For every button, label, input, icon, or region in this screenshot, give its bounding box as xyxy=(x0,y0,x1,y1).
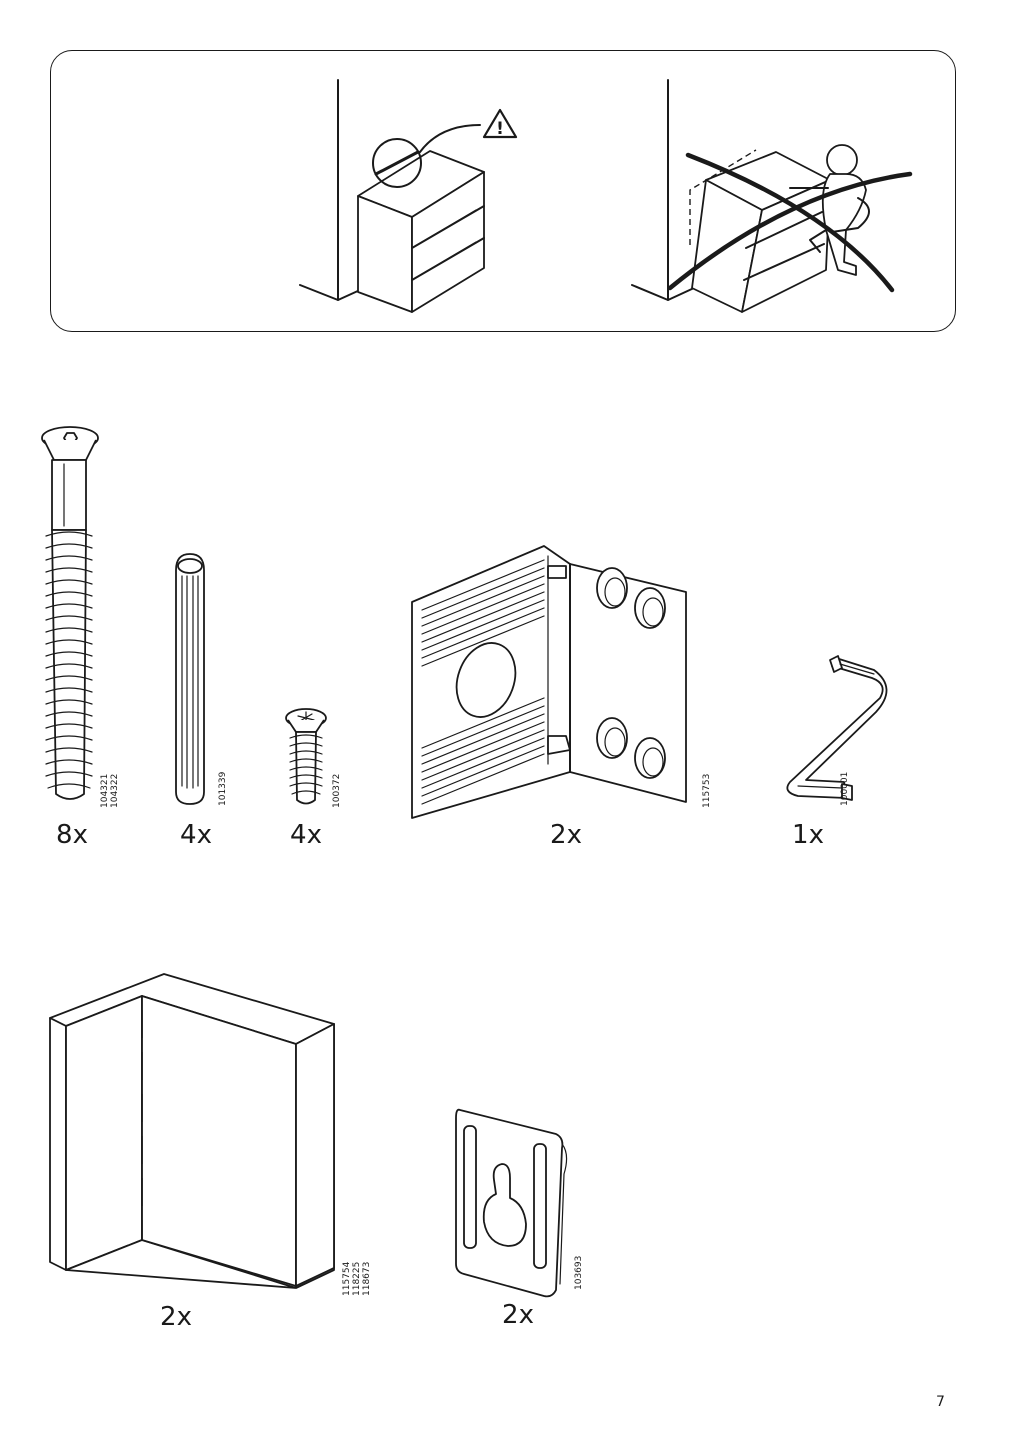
corner-bracket-icon xyxy=(411,545,687,819)
part-code-screw-long: 104321 104322 xyxy=(100,773,120,808)
quantity-allen-key: 1x xyxy=(792,820,824,850)
quantity-screw-long: 8x xyxy=(56,820,88,850)
wall-block-icon xyxy=(49,973,335,1289)
short-screw-icon xyxy=(285,708,327,805)
allen-key-icon xyxy=(786,655,888,801)
quantity-dowel: 4x xyxy=(180,820,212,850)
part-code-dowel: 101339 xyxy=(218,771,228,806)
part-code-allen-key: 100001 xyxy=(840,771,850,806)
shelf-tipping-illustration xyxy=(631,79,913,313)
long-screw-icon xyxy=(41,426,99,800)
warning-symbol: ! xyxy=(496,119,504,139)
hanging-plate-icon xyxy=(455,1108,568,1298)
warning-triangle-icon: ! xyxy=(482,108,518,139)
shelf-against-wall-illustration xyxy=(299,79,485,313)
part-code-wall-block: 115754 118225 118673 xyxy=(342,1261,372,1296)
page-number: 7 xyxy=(936,1394,945,1410)
part-code-corner-bracket: 115753 xyxy=(702,773,712,808)
quantity-screw-short: 4x xyxy=(290,820,322,850)
wall-anchoring-warning-panel xyxy=(50,50,956,332)
quantity-hanging-plate: 2x xyxy=(502,1300,534,1330)
quantity-corner-bracket: 2x xyxy=(550,820,582,850)
quantity-wall-block: 2x xyxy=(160,1302,192,1332)
dowel-icon xyxy=(175,553,205,805)
part-code-screw-short: 100372 xyxy=(332,773,342,808)
part-code-hanging-plate: 103693 xyxy=(574,1255,584,1290)
